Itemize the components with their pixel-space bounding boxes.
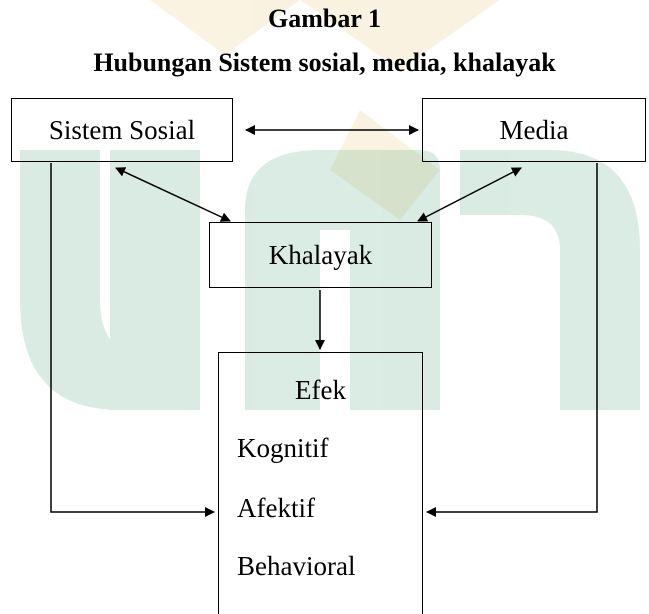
node-media-label: Media	[499, 114, 569, 145]
edge-media-khalayak	[417, 167, 522, 222]
edge-sistem-afektif	[50, 163, 215, 517]
node-sistem-sosial-label: Sistem Sosial	[48, 114, 196, 145]
node-media: Media	[422, 98, 646, 162]
node-khalayak: Khalayak	[209, 222, 432, 288]
efek-item-afektif: Afektif	[237, 493, 315, 523]
edge-sistem-khalayak	[115, 167, 231, 222]
node-khalayak-label: Khalayak	[268, 239, 373, 270]
figure-label: Gambar 1	[268, 4, 381, 33]
figure-title: Hubungan Sistem sosial, media, khalayak	[93, 48, 556, 77]
efek-item-kognitif: Kognitif	[237, 433, 329, 463]
efek-item-behavioral: Behavioral	[237, 551, 356, 581]
node-efek-title: Efek	[295, 375, 346, 405]
node-sistem-sosial: Sistem Sosial	[11, 98, 233, 162]
edge-media-afektif	[426, 163, 598, 517]
node-efek: Efek Kognitif Afektif Behavioral	[218, 352, 423, 614]
